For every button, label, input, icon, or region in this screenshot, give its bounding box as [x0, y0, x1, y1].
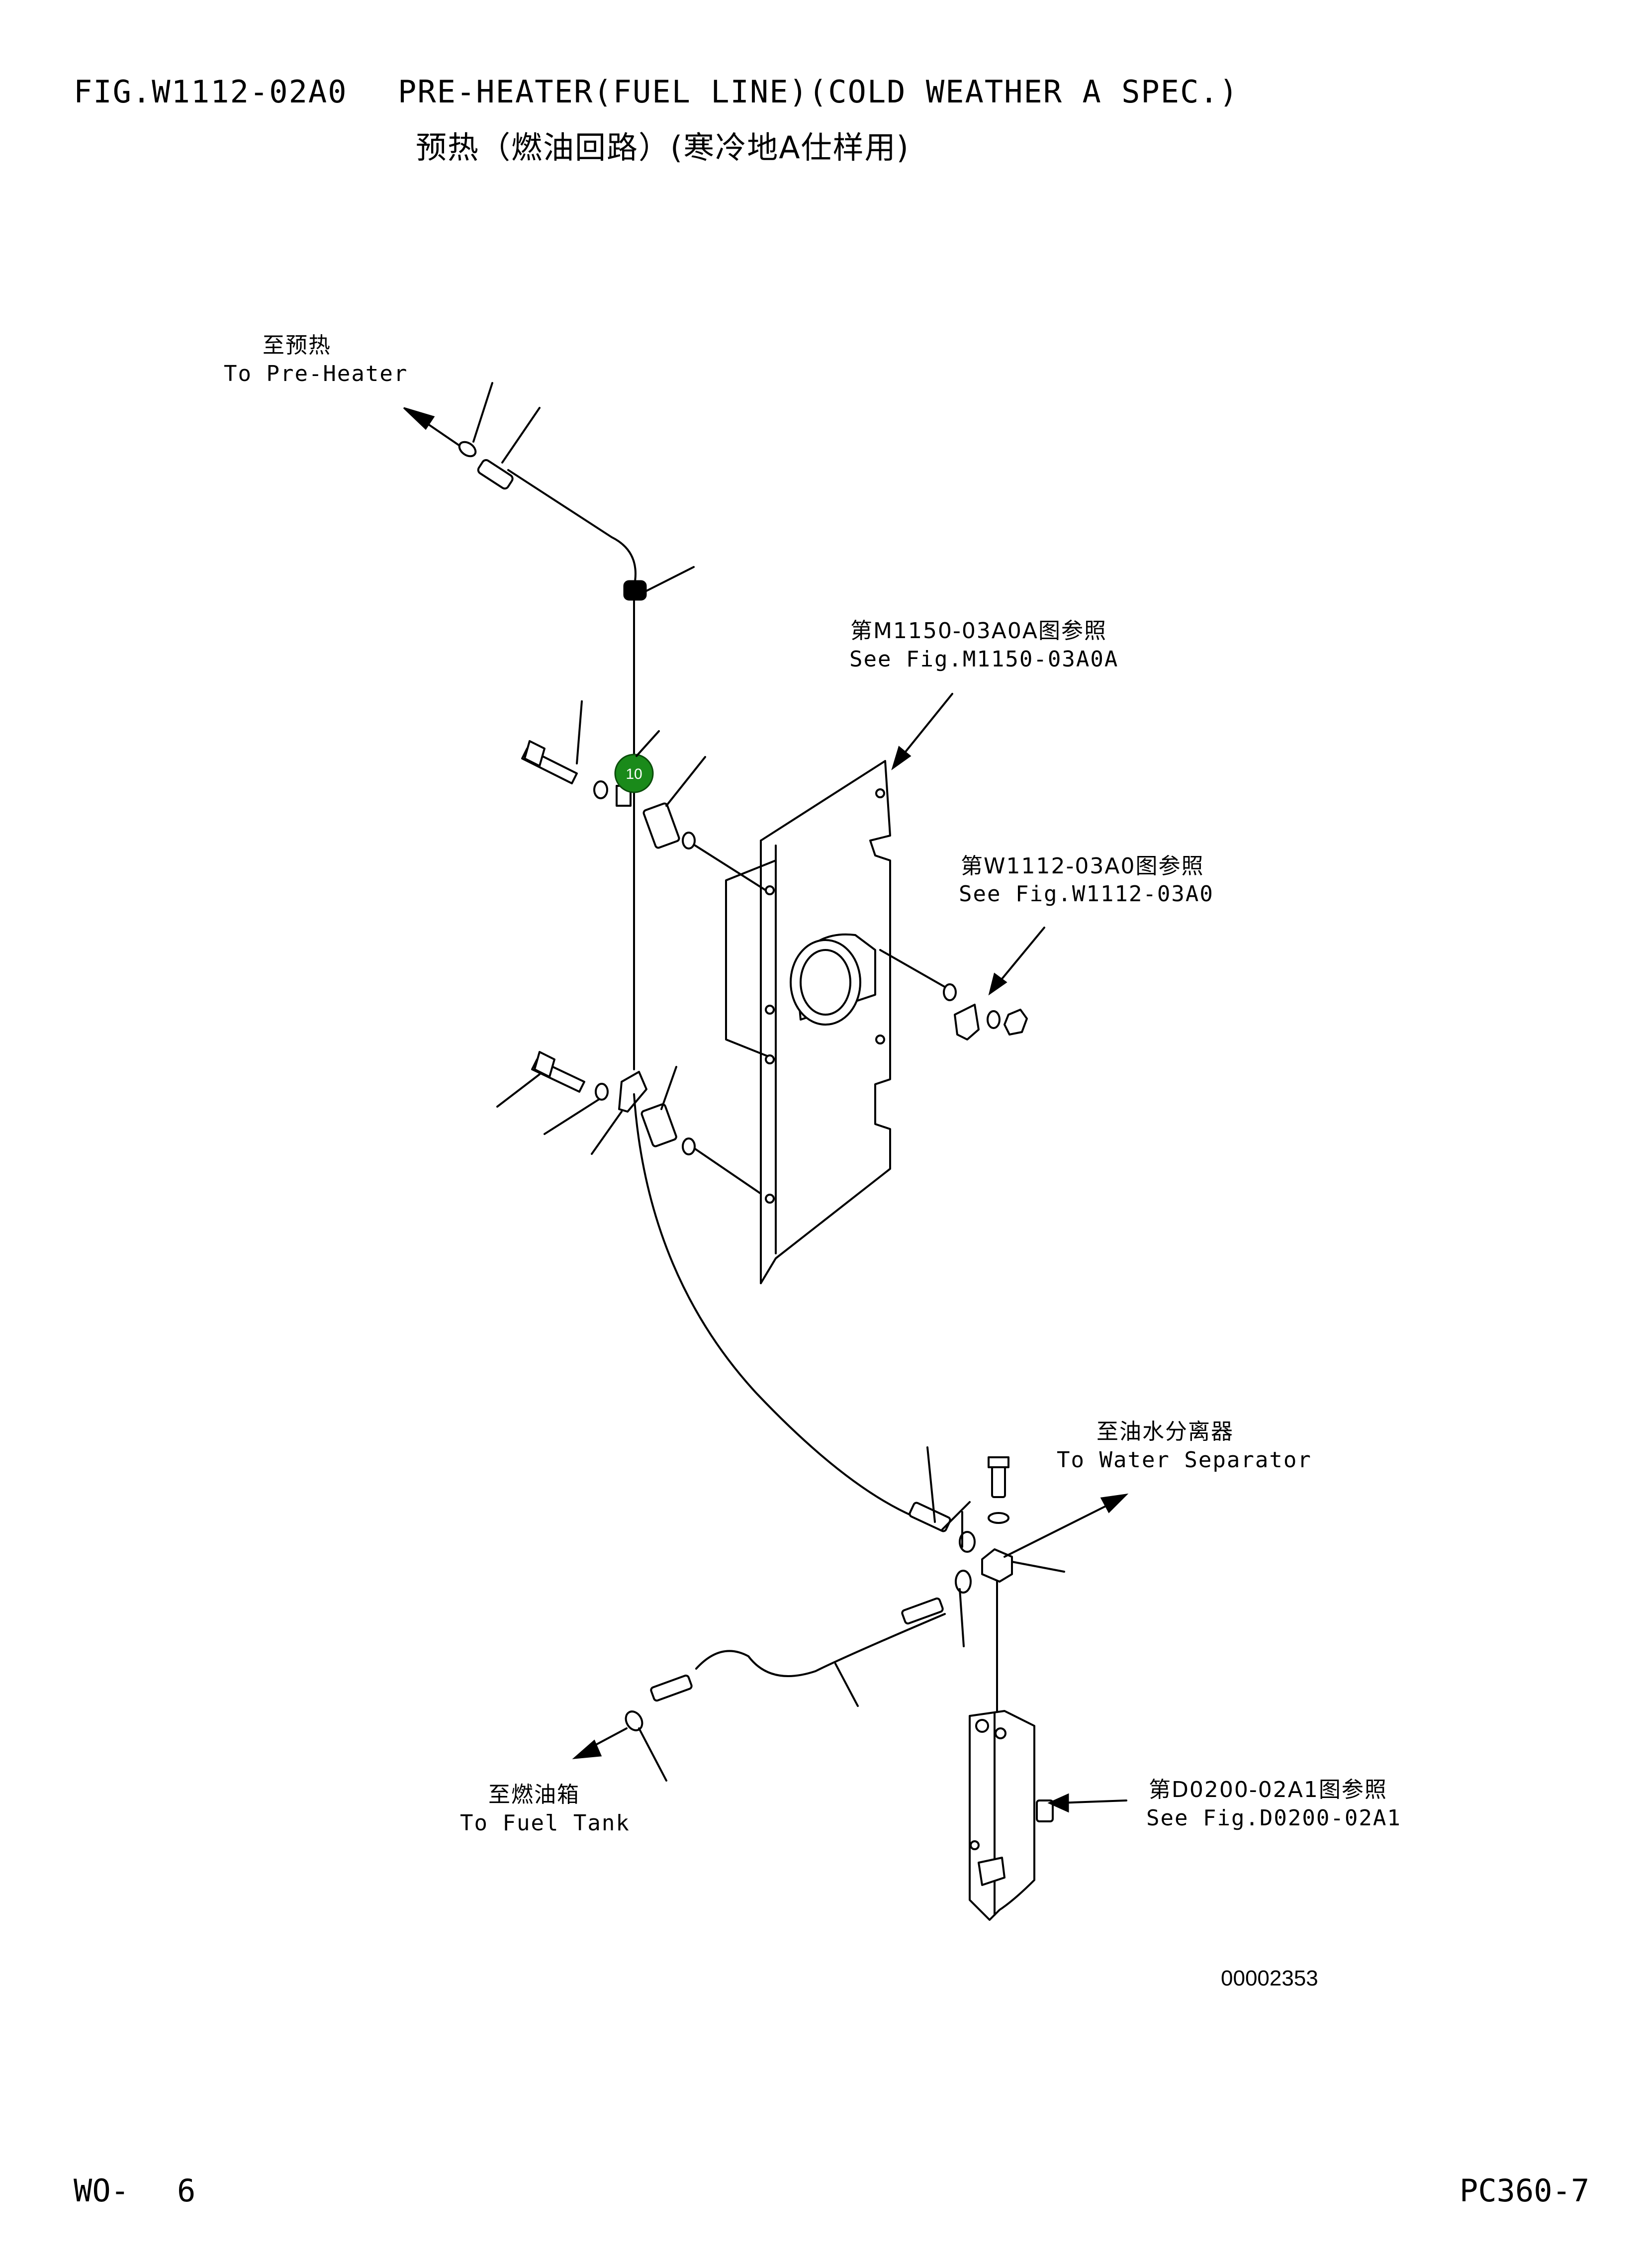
ref-d0200-arrowhead [1047, 1793, 1069, 1813]
top-hose-fitting [477, 459, 514, 490]
sep-nut [959, 1531, 976, 1553]
ref-d0200-leader [1058, 1799, 1127, 1804]
washer-3 [943, 983, 957, 1001]
mount-bolt-line [879, 949, 951, 991]
leader-sep-fitting [926, 1446, 936, 1523]
tank-hose-fitting-1 [901, 1597, 944, 1625]
lower-fuel-line [633, 1093, 916, 1518]
fuel-tank-hose [695, 1613, 946, 1677]
leader-union [1011, 1561, 1065, 1573]
fuel-tank-arrowhead [572, 1739, 602, 1759]
leader-top-fitting [501, 407, 541, 464]
elbow-clamp [954, 1004, 980, 1040]
union-washer [988, 1512, 1009, 1524]
bracket-bolt [975, 1719, 989, 1733]
leader-sep-nut-2 [959, 1588, 965, 1647]
hole [875, 788, 885, 798]
fuel-tank-label-en: To Fuel Tank [460, 1810, 630, 1836]
ref-m1150-leader [899, 693, 953, 759]
top-nut [458, 441, 477, 458]
hole [765, 885, 775, 895]
bracket-plate [760, 760, 891, 1284]
leader-sep-fitting-2 [941, 1501, 971, 1530]
leader-clamp-1 [636, 730, 660, 757]
large-hole-inner [800, 949, 851, 1016]
ref-m1150-arrowhead [891, 746, 912, 770]
ref-w1112-en: See Fig.W1112-03A0 [959, 881, 1214, 907]
ref-m1150-en: See Fig.M1150-03A0A [849, 647, 1119, 672]
item-badge [614, 754, 654, 793]
bracket-fitting [978, 1857, 1005, 1886]
ref-m1150-cn: 第M1150-03A0A图参照 [850, 618, 1107, 644]
spacer-1 [642, 802, 680, 849]
bracket-side-panel [725, 859, 777, 1060]
leader-bolt-2 [496, 1073, 541, 1108]
hole [765, 1005, 775, 1015]
nut-3 [1004, 1009, 1028, 1036]
hole [765, 1194, 775, 1204]
ref-d0200-en: See Fig.D0200-02A1 [1146, 1805, 1401, 1831]
ref-w1112-cn: 第W1112-03A0图参照 [961, 853, 1204, 879]
bolt-1-head [524, 740, 546, 767]
page-number: 6 [177, 2173, 196, 2209]
leader-bolt-1 [576, 700, 583, 764]
water-sep-line [1004, 1504, 1110, 1558]
leader-top-nut [472, 382, 493, 443]
grommet [623, 580, 647, 601]
page-prefix: WO- [74, 2173, 129, 2209]
washer-1b [682, 832, 696, 850]
item-badge-number: 10 [626, 766, 642, 782]
washer-1 [593, 780, 608, 799]
hole [765, 1054, 775, 1064]
spacer-2 [640, 1103, 677, 1147]
union-bolt-head [988, 1456, 1009, 1468]
water-sep-arrowhead [1100, 1493, 1129, 1513]
pre-heater-hose [507, 469, 637, 588]
hole [875, 1035, 885, 1044]
bracket-nut [1036, 1799, 1054, 1822]
ref-d0200-cn: 第D0200-02A1图参照 [1149, 1777, 1387, 1802]
clamp-2 [618, 1071, 647, 1113]
pre-heater-arrowhead [403, 407, 435, 430]
leader-tank-hose [834, 1663, 859, 1707]
leader-washer-2 [544, 1098, 600, 1135]
sep-nut-2 [955, 1570, 972, 1594]
leader-tank-nut [638, 1727, 667, 1782]
filter-bracket [969, 1710, 1035, 1921]
washer-4 [987, 1010, 1001, 1029]
bolt-line-2 [694, 1148, 762, 1195]
water-separator-label-en: To Water Separator [1057, 1447, 1312, 1473]
pre-heater-label-cn: 至预热 [263, 333, 331, 358]
leader-spacer-2 [660, 1066, 677, 1110]
ref-w1112-leader [996, 927, 1045, 986]
bolt-2-head [534, 1051, 555, 1078]
pre-heater-label-en: To Pre-Heater [224, 361, 408, 386]
washer-2 [595, 1083, 609, 1101]
washer-2b [682, 1137, 696, 1155]
figure-number: FIG.W1112-02A0 [74, 74, 348, 110]
bracket-bolt-2 [995, 1727, 1006, 1739]
leader-clamp-2 [591, 1111, 623, 1155]
union-block [981, 1548, 1013, 1583]
ref-w1112-arrowhead [988, 972, 1007, 996]
tank-hose-fitting-2 [650, 1674, 693, 1702]
water-separator-label-cn: 至油水分离器 [1096, 1419, 1234, 1444]
leader-spacer-1 [665, 756, 706, 807]
model-number: PC360-7 [1460, 2173, 1590, 2209]
fuel-tank-label-cn: 至燃油箱 [488, 1782, 580, 1807]
leader-grommet [645, 566, 695, 592]
bolt-line-1 [694, 845, 767, 891]
figure-title-cn: 预热（燃油回路）(寒冷地A仕样用) [416, 129, 910, 166]
bracket-hole [970, 1840, 980, 1850]
figure-title-en: PRE-HEATER(FUEL LINE)(COLD WEATHER A SPE… [398, 74, 1239, 110]
drawing-number: 00002353 [1221, 1966, 1318, 1990]
